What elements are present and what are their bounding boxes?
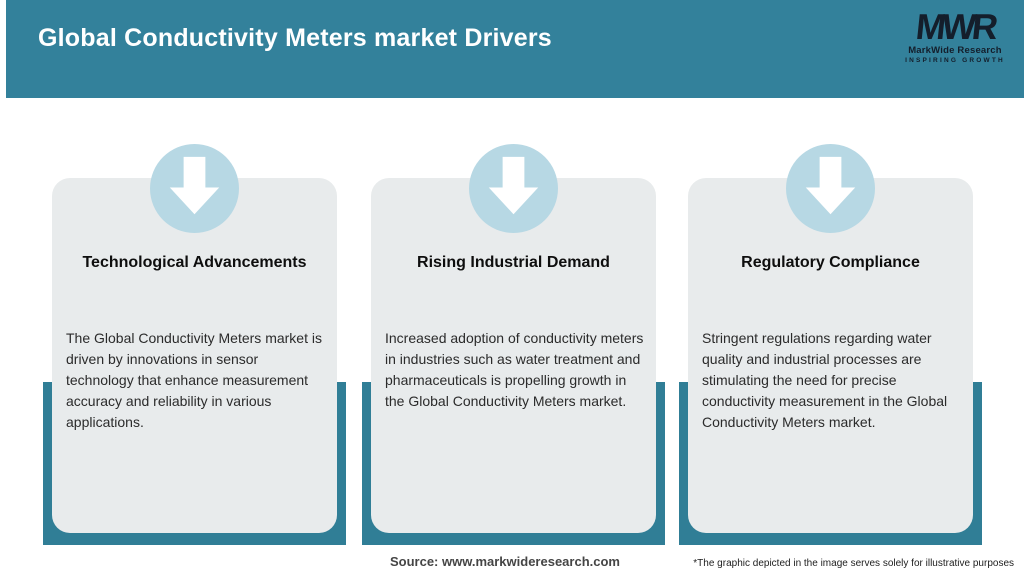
markwide-research-logo: MWR MarkWide Research INSPIRING GROWTH	[900, 6, 1010, 64]
card-panel	[688, 178, 973, 533]
down-arrow-icon	[150, 144, 239, 233]
logo-tagline: INSPIRING GROWTH	[905, 57, 1005, 64]
down-arrow-icon	[469, 144, 558, 233]
disclaimer-text: *The graphic depicted in the image serve…	[693, 558, 1014, 569]
driver-card-regulatory-compliance: Regulatory Compliance Stringent regulati…	[679, 144, 982, 545]
card-title: Rising Industrial Demand	[417, 254, 610, 271]
card-title: Regulatory Compliance	[741, 254, 920, 271]
card-panel	[52, 178, 337, 533]
card-body-text: Increased adoption of conductivity meter…	[385, 330, 644, 409]
driver-card-technological-advancements: Technological Advancements The Global Co…	[43, 144, 346, 545]
card-body-text: The Global Conductivity Meters market is…	[66, 330, 322, 430]
page-title: Global Conductivity Meters market Driver…	[38, 24, 552, 52]
logo-name: MarkWide Research	[908, 45, 1002, 56]
down-arrow-icon	[786, 144, 875, 233]
header-bar: Global Conductivity Meters market Driver…	[6, 0, 1024, 98]
source-text: Source: www.markwideresearch.com	[389, 554, 620, 569]
card-panel	[371, 178, 656, 533]
logo-monogram: MWR	[913, 6, 997, 47]
driver-card-rising-industrial-demand: Rising Industrial Demand Increased adopt…	[362, 144, 665, 545]
card-body-text: Stringent regulations regarding water qu…	[702, 330, 948, 430]
card-title: Technological Advancements	[82, 254, 307, 271]
